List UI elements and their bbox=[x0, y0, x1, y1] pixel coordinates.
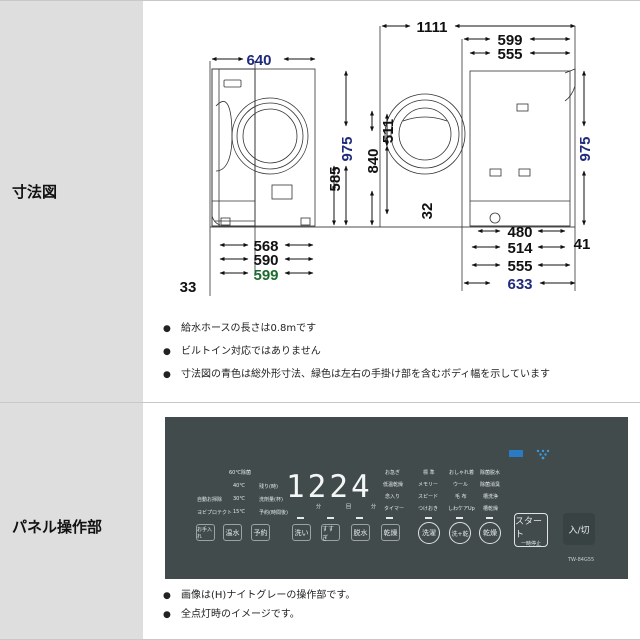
control-panel-image: 60℃除菌 40℃ 30℃ 15℃ 自動お掃除 ヨビプロテクト 残り(時) 洗剤… bbox=[165, 417, 628, 579]
course-label: 槽洗浄 bbox=[483, 494, 499, 500]
model-number: TW-84G55 bbox=[568, 557, 595, 563]
plasmacluster-icon bbox=[536, 449, 550, 460]
front-washer-body bbox=[218, 68, 256, 227]
indicator bbox=[425, 517, 432, 519]
panel-notes: 画像は(H)ナイトグレーの操作部です。 全点灯時のイメージです。 bbox=[163, 589, 355, 627]
dim-front-585: 585 bbox=[327, 166, 344, 191]
reserve-button[interactable]: 予約 bbox=[251, 524, 270, 541]
dim-front-568: 568 bbox=[253, 238, 278, 255]
panel-label-cell: パネル操作部 bbox=[0, 403, 143, 639]
dim-side-41: 41 bbox=[574, 236, 591, 253]
course-label: 除菌消臭 bbox=[480, 482, 501, 488]
course-label: つけおき bbox=[418, 506, 439, 512]
temp-label: 15℃ bbox=[233, 509, 245, 515]
temp-label: 60℃除菌 bbox=[229, 470, 251, 476]
note-item: 寸法図の青色は総外形寸法、緑色は左右の手掛け部を含むボディ幅を示しています bbox=[163, 368, 550, 391]
pause-label: 一時停止 bbox=[520, 540, 541, 547]
dim-side-511: 511 bbox=[380, 119, 397, 143]
warm-water-button[interactable]: 温水 bbox=[223, 524, 242, 541]
course-label: 毛 布 bbox=[455, 494, 467, 500]
indicator bbox=[327, 517, 334, 519]
dim-front-975: 975 bbox=[339, 136, 356, 161]
course-label: 標 準 bbox=[423, 470, 435, 476]
indicator bbox=[456, 517, 463, 519]
dim-side-32: 32 bbox=[419, 203, 436, 220]
left-label: ヨビプロテクト bbox=[197, 510, 233, 516]
course-dry-button[interactable]: 乾燥 bbox=[479, 522, 501, 544]
dimensions-section: 寸法図 bbox=[0, 0, 640, 403]
reserve-label: 洗剤量(杯) bbox=[259, 497, 283, 503]
display-unit: 回 bbox=[346, 504, 352, 510]
left-label: 自動お掃除 bbox=[197, 497, 223, 503]
course-label: 除菌脱水 bbox=[480, 470, 501, 476]
care-button[interactable]: お手入れ bbox=[196, 524, 215, 541]
dim-side-840: 840 bbox=[365, 148, 382, 173]
course-label: しわケアUp bbox=[448, 506, 475, 512]
display-unit: 分 bbox=[316, 504, 322, 510]
indicator bbox=[297, 517, 304, 519]
dim-front-590: 590 bbox=[253, 252, 278, 269]
spin-button[interactable]: 脱水 bbox=[351, 524, 370, 541]
option-label: お急ぎ bbox=[385, 470, 401, 476]
dim-side-555-base: 555 bbox=[507, 258, 532, 275]
note-item: 全点灯時のイメージです。 bbox=[163, 608, 355, 627]
dimension-notes: 給水ホースの長さは0.8mです ビルトイン対応ではありません 寸法図の青色は総外… bbox=[163, 322, 550, 391]
dim-side-633: 633 bbox=[507, 276, 532, 293]
note-item: ビルトイン対応ではありません bbox=[163, 345, 550, 368]
dim-side-555-top: 555 bbox=[497, 46, 522, 63]
dim-side-480: 480 bbox=[507, 224, 532, 241]
option-label: 念入り bbox=[385, 494, 401, 500]
indicator bbox=[486, 517, 493, 519]
option-label: 低温乾燥 bbox=[383, 482, 404, 488]
dim-side-1111: 1111 bbox=[417, 19, 448, 36]
reserve-label: 残り(時) bbox=[259, 484, 278, 490]
indicator bbox=[386, 517, 393, 519]
option-label: タイマー bbox=[384, 506, 405, 512]
rinse-button[interactable]: すすぎ bbox=[321, 524, 340, 542]
display-unit: 分 bbox=[371, 504, 377, 510]
plasmacluster-label bbox=[509, 450, 523, 457]
panel-content: 60℃除菌 40℃ 30℃ 15℃ 自動お掃除 ヨビプロテクト 残り(時) 洗剤… bbox=[143, 403, 640, 639]
temp-label: 30℃ bbox=[233, 496, 245, 502]
dim-front-599-green: 599 bbox=[253, 267, 278, 284]
note-item: 画像は(H)ナイトグレーの操作部です。 bbox=[163, 589, 355, 608]
dim-side-599: 599 bbox=[497, 32, 522, 49]
course-wash-button[interactable]: 洗濯 bbox=[418, 522, 440, 544]
dimensions-label: 寸法図 bbox=[12, 183, 58, 201]
course-label: スピード bbox=[418, 494, 439, 500]
dim-front-33: 33 bbox=[180, 279, 197, 296]
note-item: 給水ホースの長さは0.8mです bbox=[163, 322, 550, 345]
start-pause-button[interactable]: スタート 一時停止 bbox=[514, 513, 548, 547]
dim-side-975: 975 bbox=[577, 136, 594, 161]
course-label: おしゃれ着 bbox=[449, 470, 475, 476]
temp-label: 40℃ bbox=[233, 483, 245, 489]
indicator bbox=[356, 517, 363, 519]
course-label: 槽乾燥 bbox=[483, 506, 499, 512]
dimension-diagram: 640 568 590 599 33 1111 599 555 480 514 … bbox=[180, 19, 594, 296]
wash-button[interactable]: 洗い bbox=[292, 524, 311, 541]
start-label: スタート bbox=[515, 516, 543, 540]
course-label: メモリー bbox=[418, 482, 439, 488]
dry-step-button[interactable]: 乾燥 bbox=[381, 524, 400, 541]
reserve-label: 予約(時間後) bbox=[259, 510, 288, 516]
panel-section: パネル操作部 60℃除菌 40℃ 30℃ 15℃ 自動お掃除 ヨビプロテクト 残… bbox=[0, 402, 640, 640]
dimensions-label-cell: 寸法図 bbox=[0, 1, 143, 403]
course-label: ウール bbox=[453, 482, 469, 488]
time-display: 1224 bbox=[286, 469, 373, 505]
dim-side-514: 514 bbox=[507, 240, 533, 257]
dimensions-content: 640 568 590 599 33 1111 599 555 480 514 … bbox=[143, 1, 640, 403]
panel-label: パネル操作部 bbox=[12, 518, 103, 536]
dim-front-width: 640 bbox=[246, 52, 271, 69]
course-wash-dry-button[interactable]: 洗+乾 bbox=[449, 522, 471, 544]
power-button[interactable]: 入/切 bbox=[563, 513, 595, 545]
